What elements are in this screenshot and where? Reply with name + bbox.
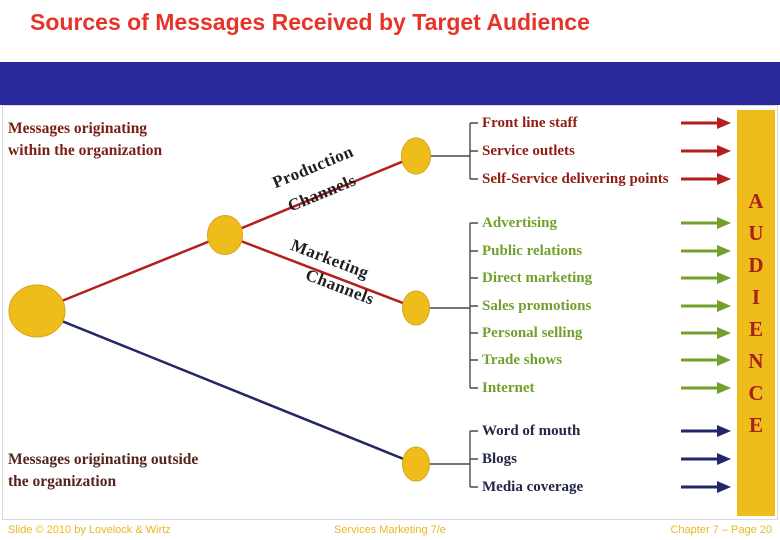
source-item-direct-marketing: Direct marketing: [482, 270, 593, 286]
arrow-head: [717, 245, 731, 257]
arrow-front-line-staff: [681, 117, 731, 129]
arrow-internet: [681, 382, 731, 394]
arrow-head: [717, 481, 731, 493]
arrow-head: [717, 453, 731, 465]
bracket-internal: [430, 122, 478, 180]
source-item-personal-selling: Personal selling: [482, 325, 583, 341]
footer-credit: Slide © 2010 by Lovelock & Wirtz: [8, 524, 171, 536]
arrow-advertising: [681, 217, 731, 229]
line-org-to-outside: [36, 309, 417, 466]
line-junction-to-marketing: [224, 233, 417, 310]
channel-labels: Production Channels Marketing Channels: [270, 142, 377, 309]
audience-letter: E: [748, 412, 763, 437]
arrow-public-relations: [681, 245, 731, 257]
arrow-service-outlets: [681, 145, 731, 157]
arrow-head: [717, 425, 731, 437]
node-organization: [8, 284, 66, 338]
flow-lines: [36, 154, 417, 466]
arrow-self-service-points: [681, 173, 731, 185]
source-item-internet: Internet: [482, 380, 535, 396]
source-item-advertising: Advertising: [482, 215, 557, 231]
node-marketing-channels: [402, 290, 430, 326]
content-panel: [2, 105, 778, 520]
node-production-channels: [401, 137, 431, 175]
node-outside-sources: [402, 446, 430, 482]
source-item-front-line-staff: Front line staff: [482, 115, 578, 131]
arrow-blogs: [681, 453, 731, 465]
arrow-direct-marketing: [681, 272, 731, 284]
arrows: [681, 117, 731, 493]
source-item-blogs: Blogs: [482, 451, 518, 467]
nodes: [8, 137, 431, 482]
audience-letter: A: [748, 188, 764, 213]
bracket-external: [430, 430, 478, 488]
arrow-personal-selling: [681, 327, 731, 339]
footer-book-title: Services Marketing 7/e: [334, 524, 446, 536]
arrow-media-coverage: [681, 481, 731, 493]
arrow-head: [717, 272, 731, 284]
arrow-head: [717, 327, 731, 339]
source-item-trade-shows: Trade shows: [482, 352, 563, 368]
footer: Slide © 2010 by Lovelock & Wirtz Service…: [0, 521, 780, 540]
arrow-sales-promotions: [681, 300, 731, 312]
origin-inside-label: Messages originating within the organiza…: [8, 120, 163, 160]
audience-letter: N: [748, 348, 764, 373]
audience-letter: D: [748, 252, 764, 277]
bracket-lines: [430, 122, 478, 488]
line-junction-to-production: [224, 154, 417, 237]
arrow-word-of-mouth: [681, 425, 731, 437]
audience-letter: I: [751, 284, 761, 309]
title-divider-band: [0, 62, 780, 105]
origin-outside-label: Messages originating outside the organiz…: [8, 451, 199, 491]
bracket-marketing: [430, 222, 478, 389]
source-item-sales-promotions: Sales promotions: [482, 298, 592, 314]
source-item-media-coverage: Media coverage: [482, 479, 584, 495]
line-org-to-junction: [36, 233, 226, 313]
source-item-self-service-points: Self-Service delivering points: [482, 171, 669, 187]
arrow-head: [717, 145, 731, 157]
page-title: Sources of Messages Received by Target A…: [30, 9, 590, 35]
source-item-word-of-mouth: Word of mouth: [482, 423, 581, 439]
arrow-head: [717, 382, 731, 394]
audience-letter: E: [748, 316, 763, 341]
arrow-trade-shows: [681, 354, 731, 366]
arrow-head: [717, 300, 731, 312]
arrow-head: [717, 117, 731, 129]
node-channels-junction: [207, 215, 243, 255]
arrow-head: [717, 173, 731, 185]
audience-bar: A U D I E N C E: [737, 110, 775, 516]
arrow-head: [717, 217, 731, 229]
arrow-head: [717, 354, 731, 366]
source-item-service-outlets: Service outlets: [482, 143, 575, 159]
source-item-public-relations: Public relations: [482, 243, 583, 259]
audience-letter: C: [748, 380, 764, 405]
audience-letter: U: [748, 220, 764, 245]
footer-page-number: Chapter 7 – Page 20: [670, 524, 772, 536]
